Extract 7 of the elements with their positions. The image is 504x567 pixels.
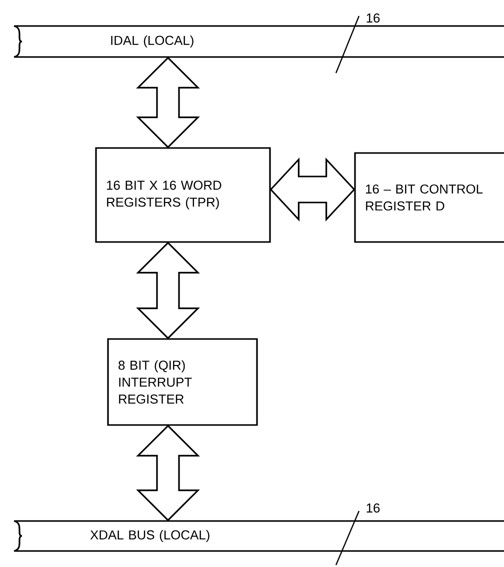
register-box: 8 BIT (QIR) INTERRUPT REGISTER <box>107 338 258 426</box>
bus-band: XDAL BUS (LOCAL) <box>13 520 504 552</box>
register-box: 16 BIT X 16 WORD REGISTERS (TPR) <box>95 147 271 243</box>
bus-width-label: 16 <box>366 503 380 513</box>
bus-width-label: 16 <box>366 13 380 23</box>
register-box: 16 – BIT CONTROL REGISTER D <box>354 152 504 243</box>
bus-band: IDAL (LOCAL) <box>13 25 504 58</box>
